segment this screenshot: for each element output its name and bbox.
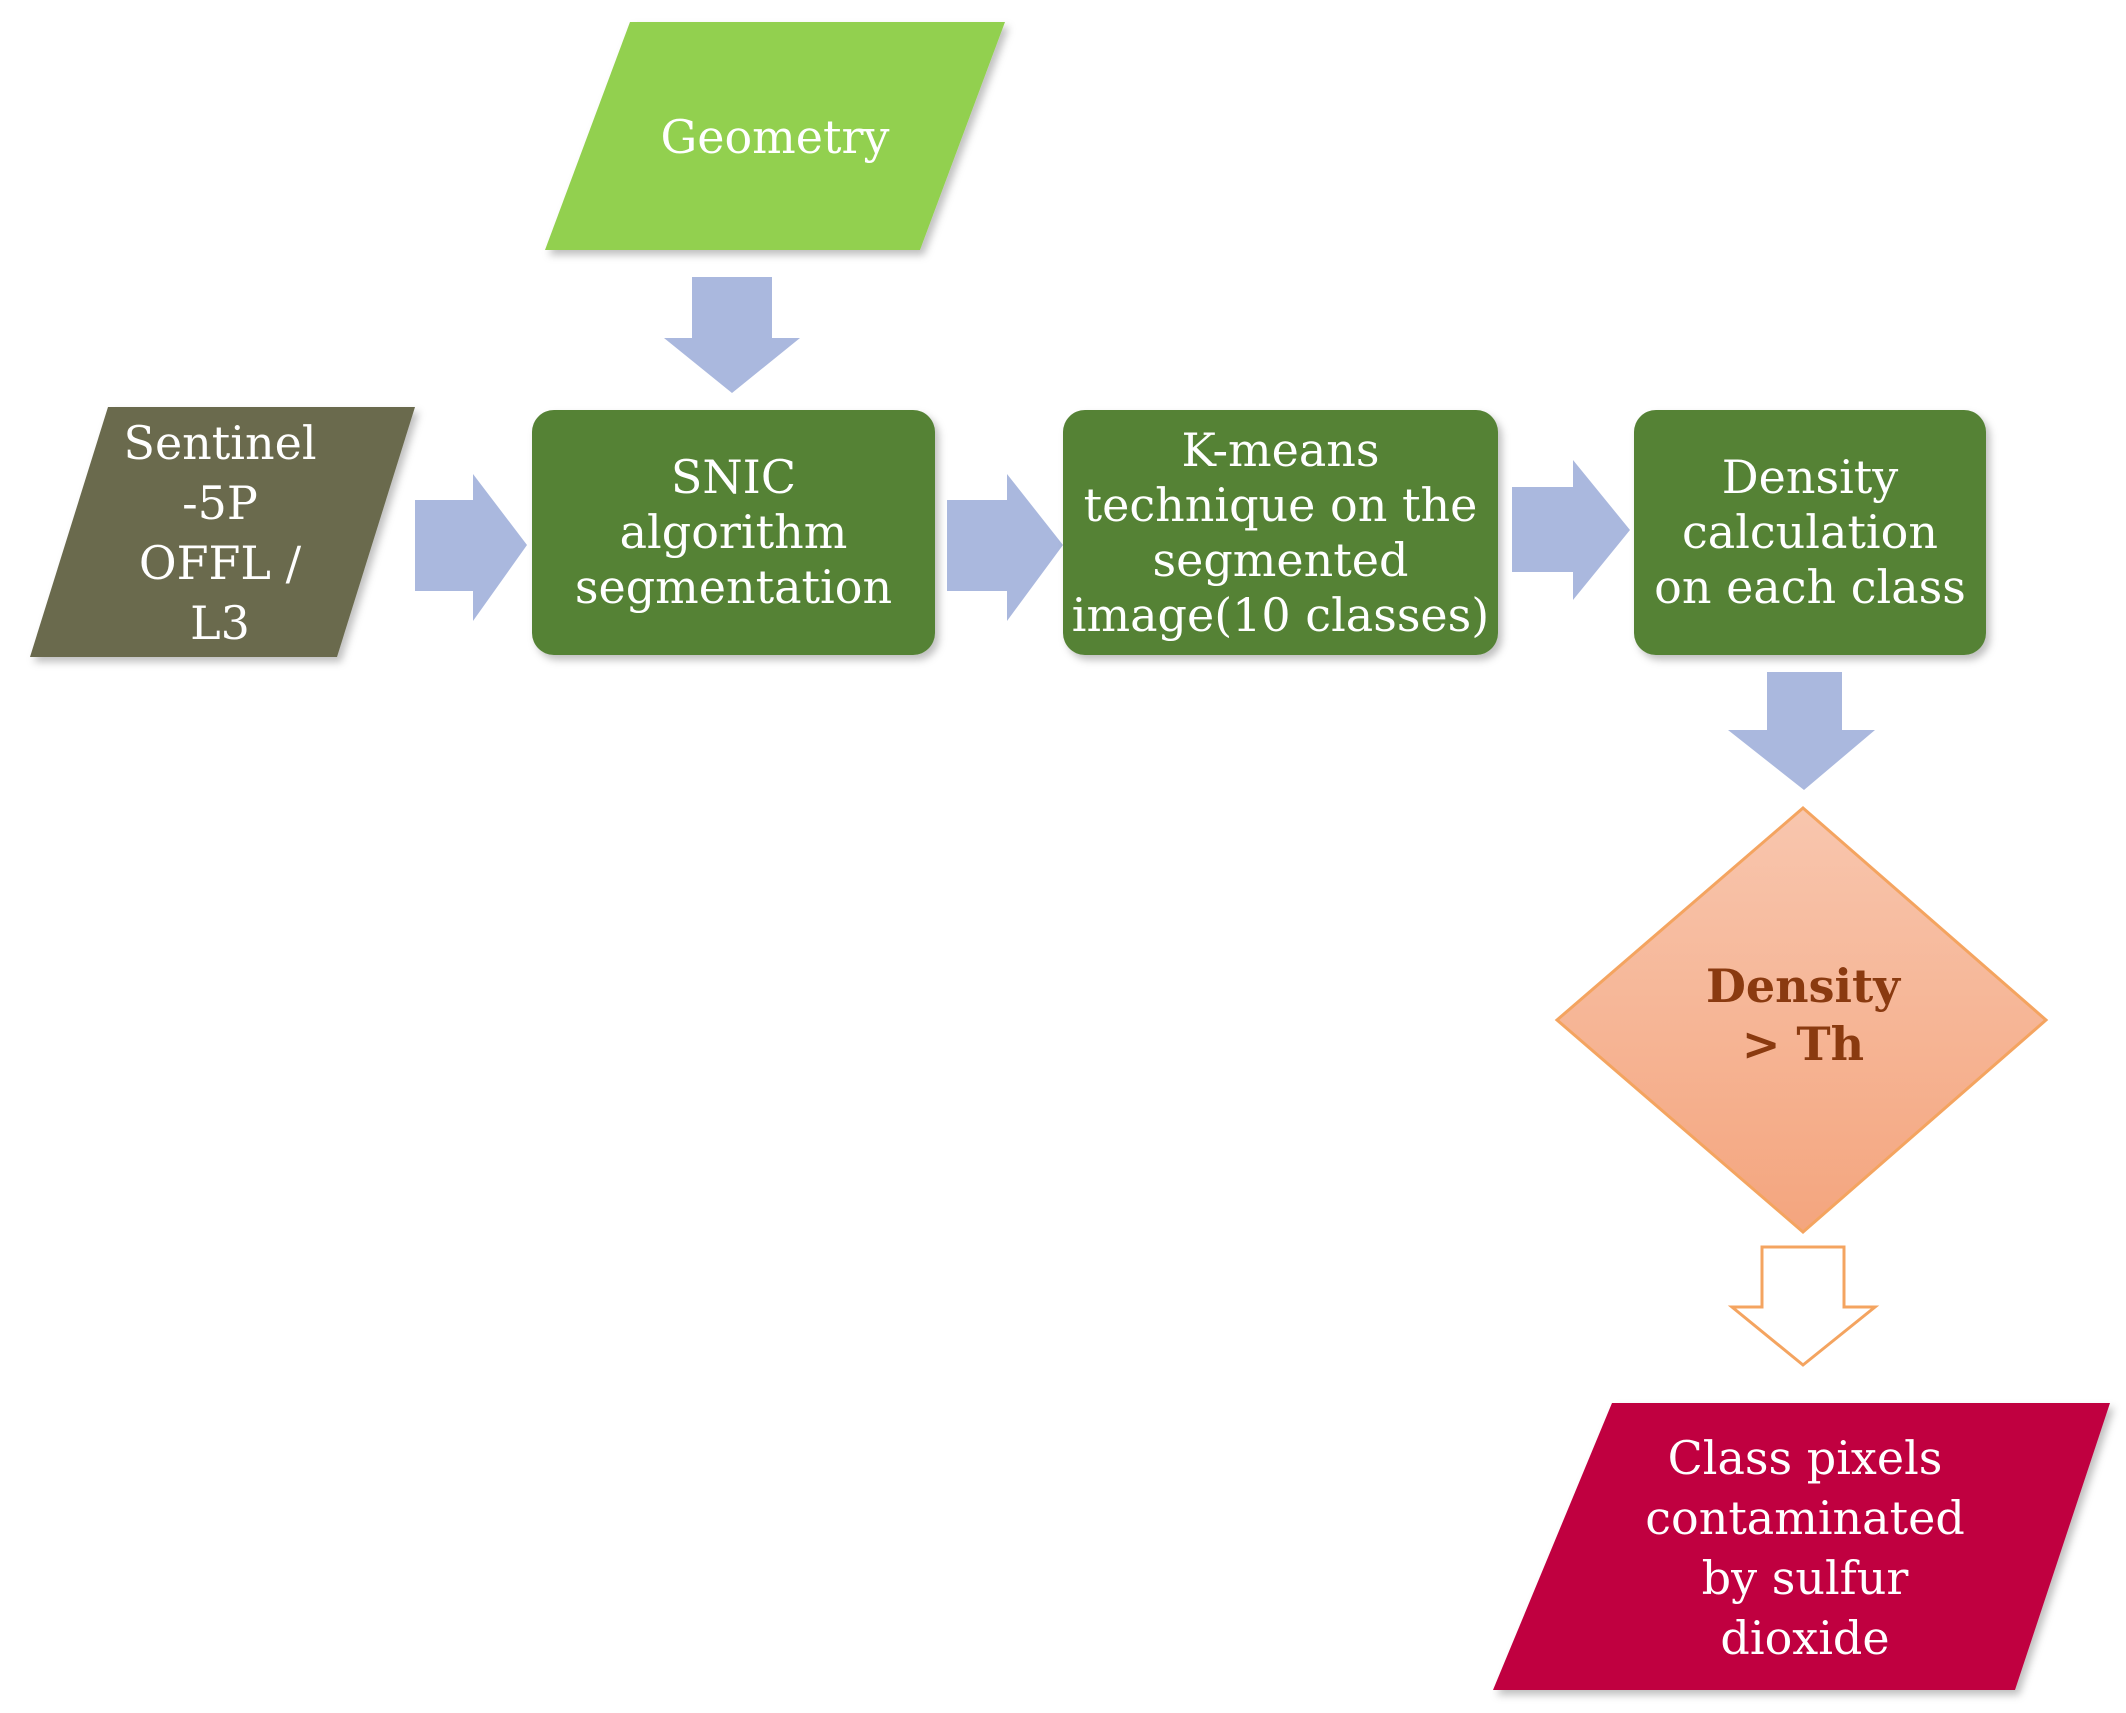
arrow-decision-to-output bbox=[1727, 1245, 1880, 1367]
arrow-geometry-to-snic bbox=[664, 277, 800, 393]
sentinel-input-shape bbox=[30, 407, 415, 657]
output-result-shape bbox=[1493, 1403, 2110, 1690]
output-label: Class pixels contaminated by sulfur diox… bbox=[1645, 1430, 1965, 1665]
arrow-sentinel-to-snic bbox=[415, 474, 527, 621]
arrow-density-to-decision bbox=[1728, 672, 1875, 790]
arrow-snic-to-kmeans bbox=[947, 474, 1063, 621]
decision-label: Density > Th bbox=[1706, 959, 1900, 1071]
snic-process-shape bbox=[532, 410, 935, 655]
density-calc-process-shape bbox=[1634, 410, 1986, 655]
kmeans-process-shape bbox=[1063, 410, 1498, 655]
geometry-label: Geometry bbox=[660, 110, 890, 164]
kmeans-label: K-means technique on the segmented image… bbox=[1071, 422, 1490, 642]
geometry-input-shape bbox=[545, 22, 1005, 250]
snic-label: SNIC algorithm segmentation bbox=[574, 450, 893, 614]
density-calc-label: Density calculation on each class bbox=[1654, 450, 1966, 614]
arrow-kmeans-to-density bbox=[1512, 460, 1630, 600]
sentinel-label: Sentinel -5P OFFL / L3 bbox=[123, 415, 317, 650]
decision-diamond-shape bbox=[1554, 806, 2049, 1234]
